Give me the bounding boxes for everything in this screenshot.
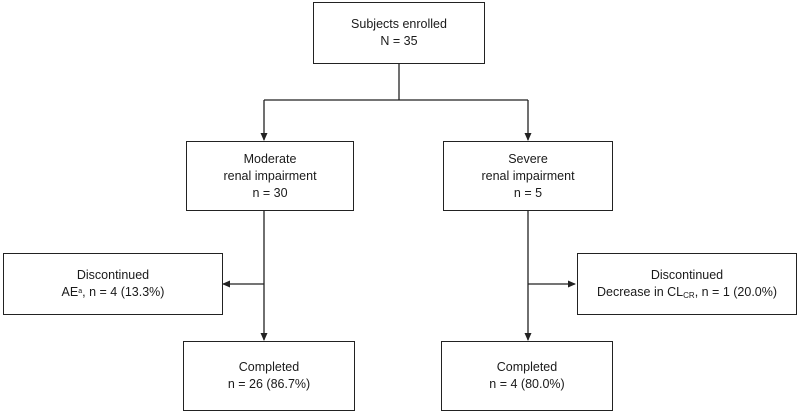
- severe-discontinued-title: Discontinued: [650, 267, 724, 282]
- moderate-completed-box: Completed n = 26 (86.7%): [183, 341, 355, 411]
- moderate-completed-count: n = 26 (86.7%): [227, 377, 311, 391]
- moderate-discontinued-box: Discontinued AEa, n = 4 (13.3%): [3, 253, 223, 315]
- severe-box: Severe renal impairment n = 5: [443, 141, 613, 211]
- moderate-label-line2: renal impairment: [223, 168, 317, 183]
- severe-label-line2: renal impairment: [481, 168, 575, 183]
- moderate-box: Moderate renal impairment n = 30: [186, 141, 354, 211]
- moderate-completed-title: Completed: [238, 360, 300, 374]
- severe-completed-title: Completed: [496, 360, 558, 374]
- severe-completed-count: n = 4 (80.0%): [489, 377, 565, 391]
- footnote-marker: a: [78, 288, 83, 295]
- severe-label-line1: Severe: [508, 151, 548, 166]
- severe-count: n = 5: [513, 185, 543, 200]
- moderate-count: n = 30: [252, 185, 288, 200]
- enrolled-count: N = 35: [380, 34, 418, 48]
- clcr-subscript: CR: [683, 290, 695, 300]
- enrolled-title: Subjects enrolled: [351, 17, 447, 31]
- moderate-discontinued-reason: AEa, n = 4 (13.3%): [61, 285, 165, 299]
- severe-discontinued-reason: Decrease in CLCR, n = 1 (20.0%): [596, 284, 778, 300]
- severe-completed-box: Completed n = 4 (80.0%): [441, 341, 613, 411]
- moderate-discontinued-title: Discontinued: [76, 268, 150, 282]
- severe-discontinued-box: Discontinued Decrease in CLCR, n = 1 (20…: [577, 253, 797, 315]
- enrolled-box: Subjects enrolled N = 35: [313, 2, 485, 64]
- moderate-label-line1: Moderate: [243, 151, 297, 166]
